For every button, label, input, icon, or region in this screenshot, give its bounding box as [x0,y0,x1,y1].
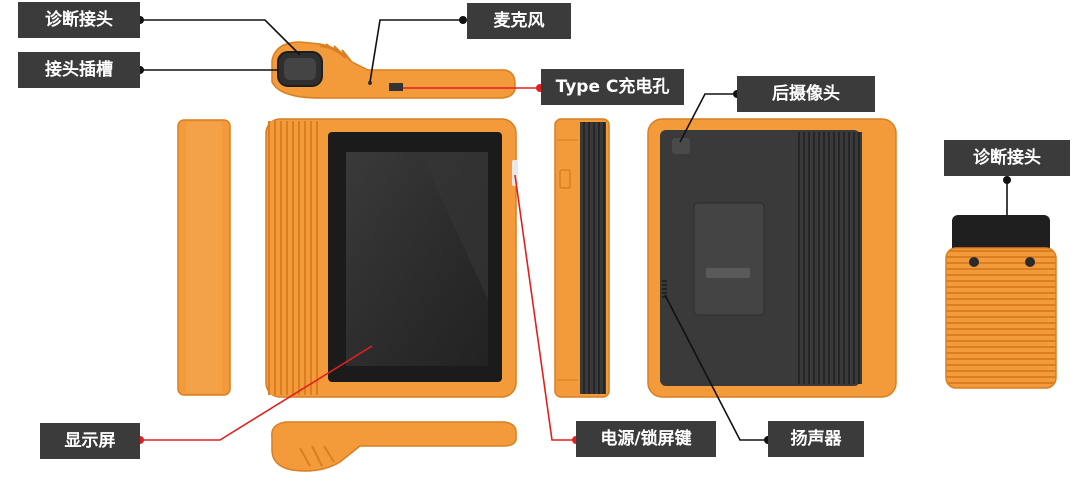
device-top-view [271,41,516,99]
callout-microphone: 麦克风 [467,3,571,39]
power-button-icon [512,160,518,186]
leader-lines [140,19,1008,441]
callout-diagnostic-connector-right: 诊断接头 [944,140,1070,176]
microphone-hole-icon [368,81,372,85]
device-right-side-view [554,118,610,398]
callout-power-lock-key: 电源/锁屏键 [576,421,716,457]
obd-connector-view [945,215,1057,389]
device-left-side-view [177,119,231,396]
rear-camera-icon [672,138,690,154]
callout-connector-slot: 接头插槽 [18,52,140,88]
callout-type-c-port: Type C充电孔 [541,69,684,105]
callout-display: 显示屏 [40,423,140,459]
callout-speaker: 扬声器 [768,421,864,457]
device-bottom-view [271,421,517,472]
device-front-view [265,118,518,398]
device-back-view [647,118,897,398]
type-c-port-icon [389,83,403,91]
speaker-grille-icon [662,280,667,298]
callout-diagnostic-connector-top: 诊断接头 [18,2,140,38]
callout-rear-camera: 后摄像头 [737,76,875,112]
